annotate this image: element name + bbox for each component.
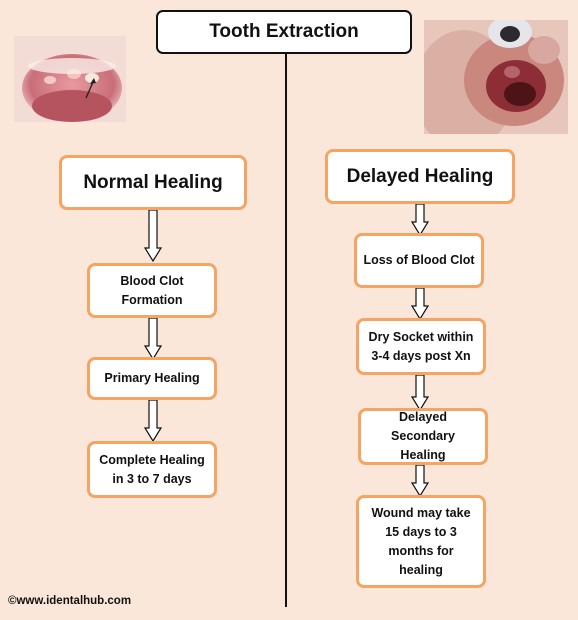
primary-healing-box: Primary Healing bbox=[87, 357, 217, 400]
center-divider bbox=[285, 54, 287, 607]
diagram-title: Tooth Extraction bbox=[209, 21, 359, 42]
copyright-credit: ©www.identalhub.com bbox=[8, 595, 132, 607]
loss-of-blood-clot-box: Loss of Blood Clot bbox=[354, 233, 484, 288]
down-arrow-icon bbox=[144, 318, 162, 360]
down-arrow-icon bbox=[411, 375, 429, 411]
down-arrow-icon bbox=[411, 204, 429, 236]
title-box: Tooth Extraction bbox=[156, 10, 412, 54]
normal-healing-photo bbox=[14, 36, 126, 122]
down-arrow-icon bbox=[411, 465, 429, 497]
normal-healing-header: Normal Healing bbox=[59, 155, 247, 210]
down-arrow-icon bbox=[144, 210, 162, 262]
blood-clot-formation-box: Blood Clot Formation bbox=[87, 263, 217, 318]
complete-healing-box: Complete Healing in 3 to 7 days bbox=[87, 441, 217, 498]
down-arrow-icon bbox=[144, 400, 162, 442]
delayed-secondary-healing-box: Delayed Secondary Healing bbox=[358, 408, 488, 465]
wound-healing-time-box: Wound may take 15 days to 3 months for h… bbox=[356, 495, 486, 588]
down-arrow-icon bbox=[411, 288, 429, 320]
delayed-healing-header: Delayed Healing bbox=[325, 149, 515, 204]
dry-socket-photo bbox=[424, 20, 568, 134]
dry-socket-box: Dry Socket within 3-4 days post Xn bbox=[356, 318, 486, 375]
